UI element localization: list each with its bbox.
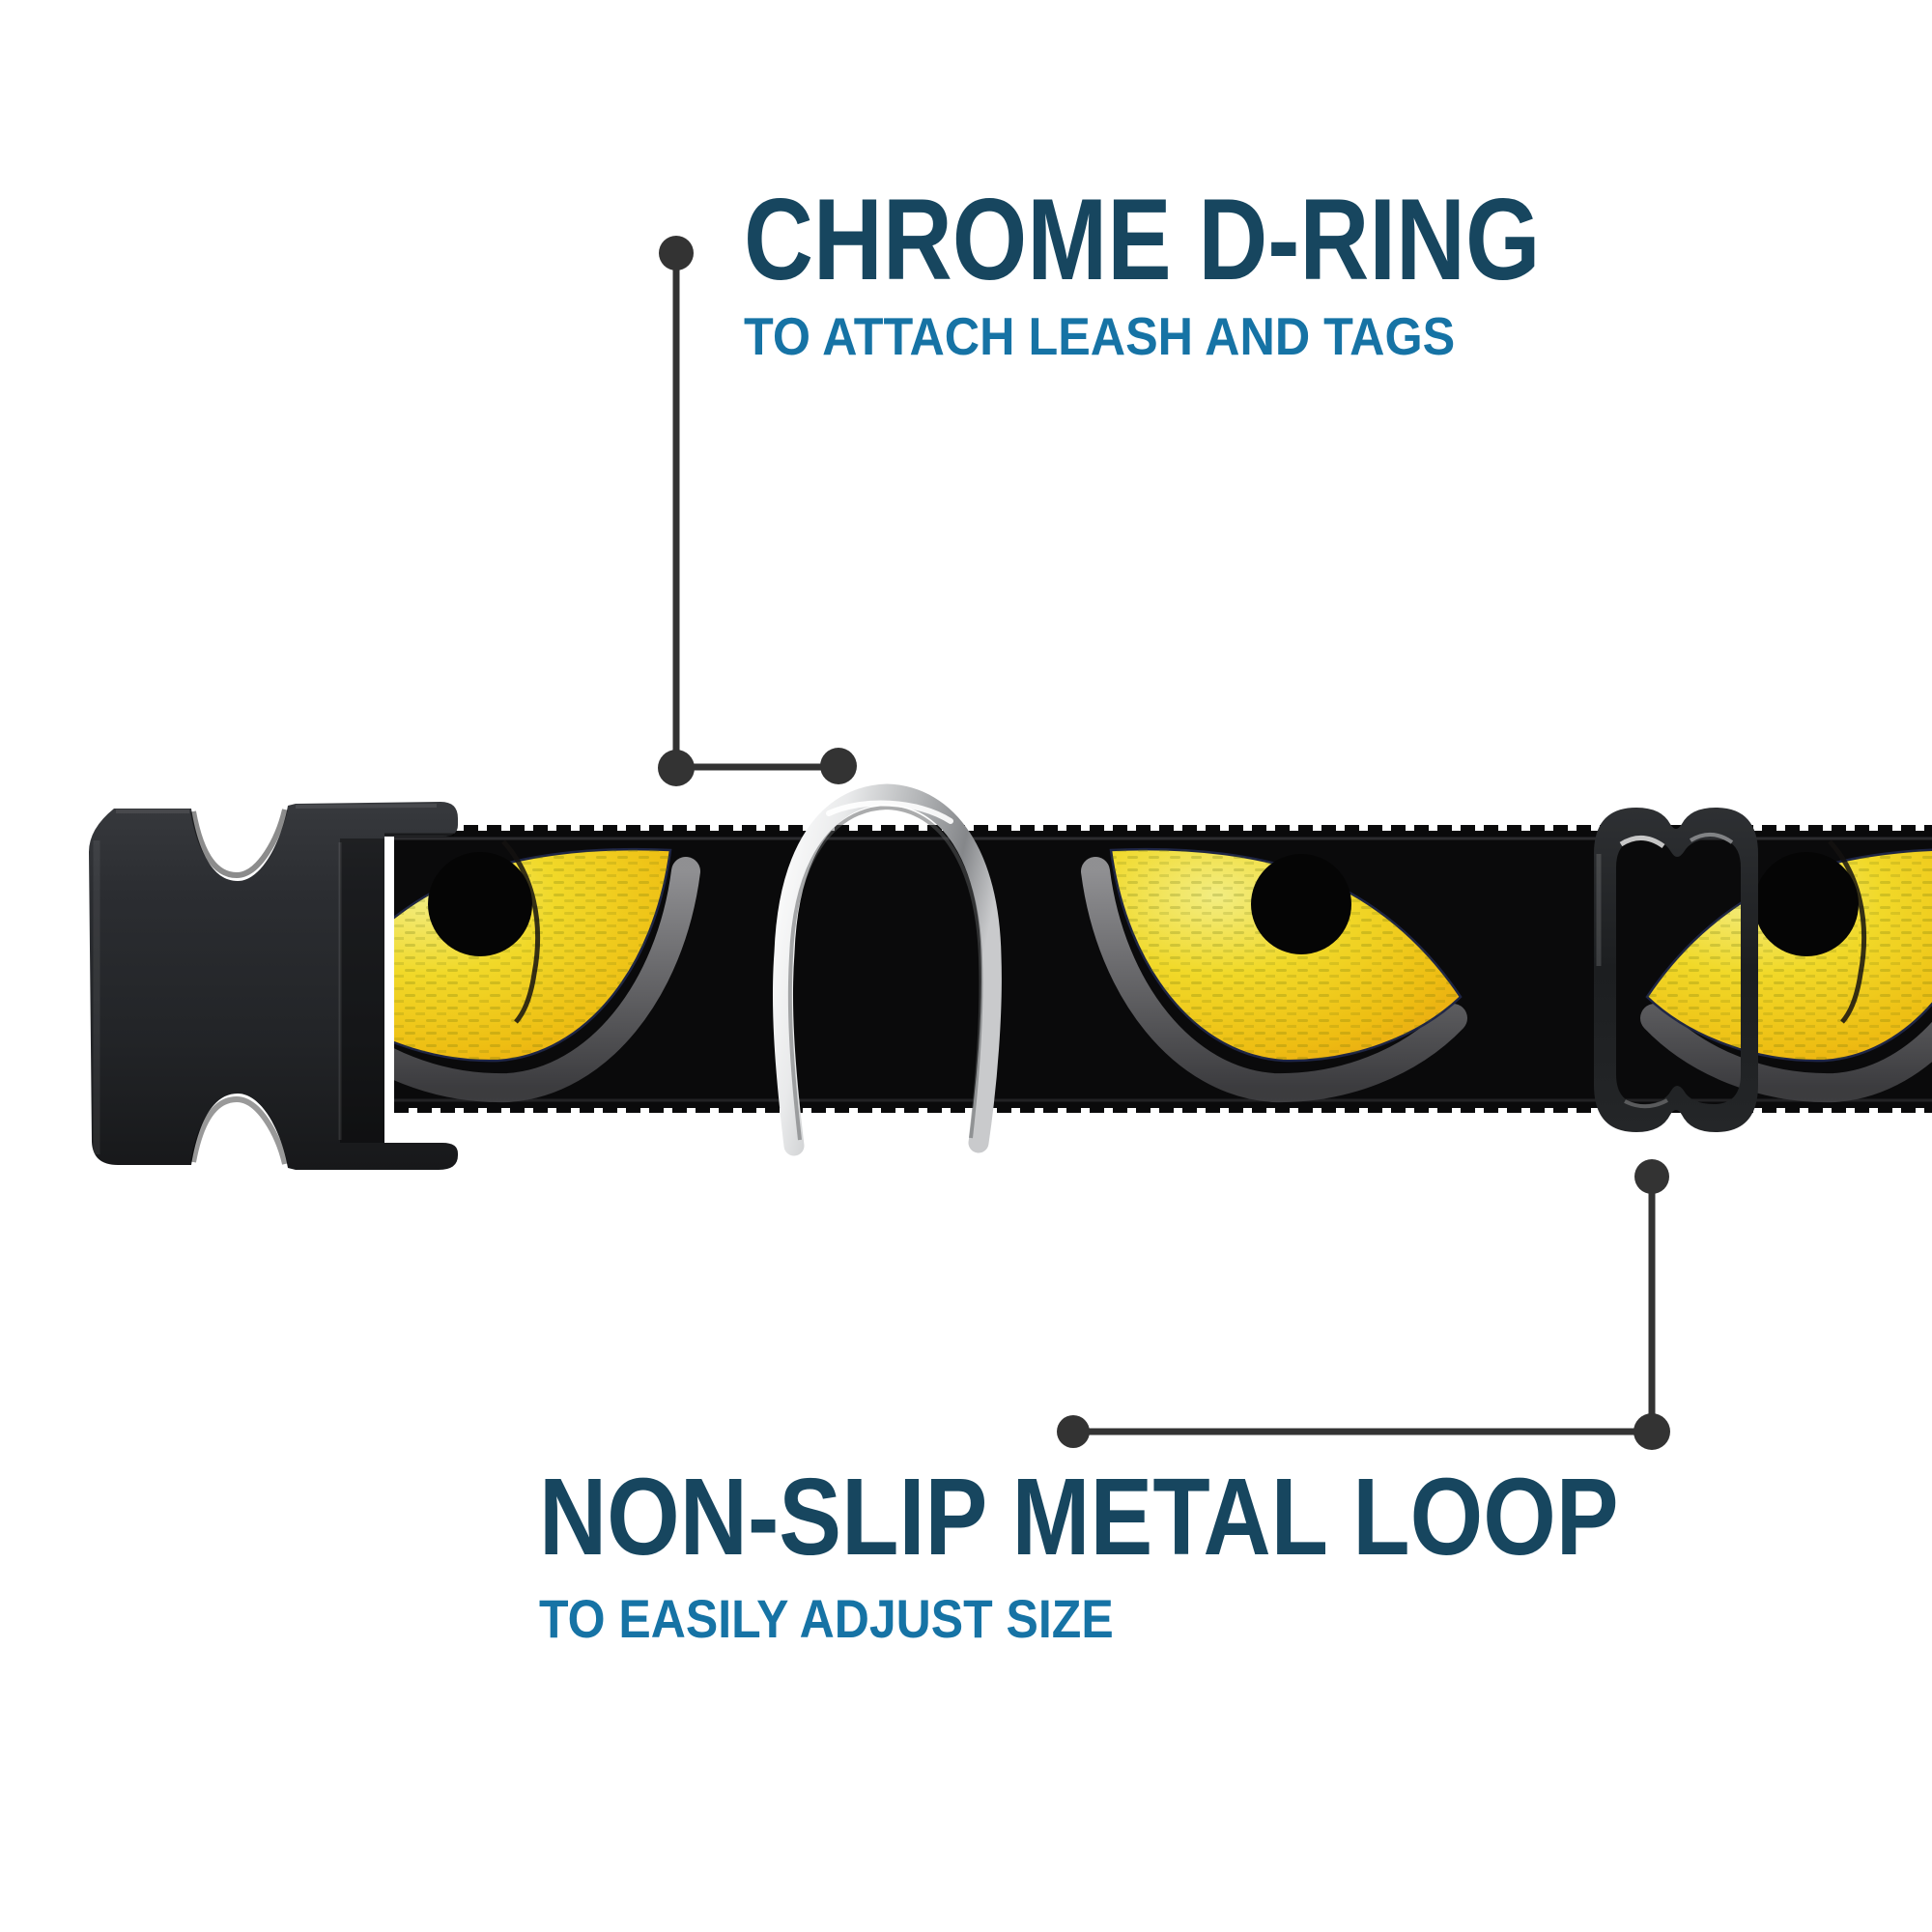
- eye-pupil: [1251, 854, 1351, 954]
- slider-highlight: [1619, 836, 1665, 849]
- d-ring-callout-title: CHROME D-RING: [744, 175, 1541, 304]
- eye-crease-line: [501, 839, 541, 1024]
- callout-dot: [659, 236, 694, 270]
- cat-eye-left: [394, 839, 700, 1103]
- d-ring-specular-highlight: [826, 800, 953, 824]
- cat-eye-right: [1640, 839, 1932, 1103]
- metal-loop-callout-title: NON-SLIP METAL LOOP: [539, 1456, 1619, 1577]
- chrome-d-ring: [772, 783, 1002, 1156]
- metal-loop-callout-subtitle: TO EASILY ADJUST SIZE: [539, 1588, 1114, 1649]
- cat-eye-pattern: [394, 839, 1932, 1103]
- eye-pupil: [428, 852, 532, 956]
- eye-crease-line: [1828, 839, 1867, 1024]
- callout-dot: [1057, 1415, 1090, 1448]
- d-ring-callout: [658, 236, 857, 786]
- callout-dot: [1634, 1159, 1669, 1194]
- cat-eye-center: [1081, 847, 1467, 1103]
- metal-loop-callout: [1057, 1159, 1670, 1450]
- buckle-mouth-recess: [340, 838, 384, 1143]
- plastic-buckle: [89, 802, 458, 1170]
- eye-pupil: [1754, 852, 1859, 956]
- metal-slider-loop: [1594, 808, 1758, 1132]
- d-ring-callout-subtitle: TO ATTACH LEASH AND TAGS: [744, 306, 1456, 366]
- callout-dot: [820, 748, 857, 784]
